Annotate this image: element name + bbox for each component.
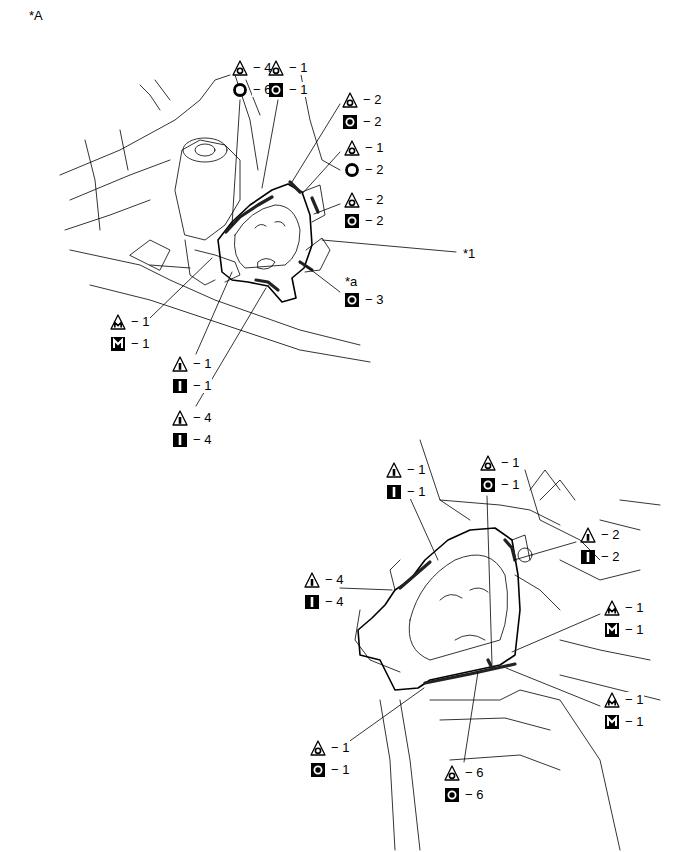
weld-symbol [268,82,284,98]
callout-number: − 1 [624,714,644,729]
callout-number: − 1 [500,477,520,492]
weld-symbol [444,787,460,803]
weld-symbol [310,762,326,778]
weld-symbol [604,622,620,638]
callout-number: − 2 [364,192,384,207]
reference-mark: *a [344,274,358,289]
weld-symbol [172,378,188,394]
weld-symbol [310,740,326,756]
callout-number: − 2 [364,213,384,228]
callout-number: − 6 [464,787,484,802]
weld-symbol [172,410,188,426]
callout-number: − 2 [600,527,620,542]
callout-number: − 4 [192,432,212,447]
weld-symbol [110,314,126,330]
weld-symbol [480,455,496,471]
callout-number: − 1 [192,378,212,393]
callout-number: − 1 [624,600,644,615]
callout-number: − 1 [130,336,150,351]
weld-symbol [444,765,460,781]
weld-symbol [342,114,358,130]
weld-symbol [344,162,360,178]
callout-number: − 1 [500,455,520,470]
callout-number: − 1 [624,692,644,707]
callout-number: − 4 [192,410,212,425]
callout-number: − 2 [362,92,382,107]
weld-symbol [580,527,596,543]
weld-symbol [268,60,284,76]
weld-symbol [232,60,248,76]
callout-number: − 1 [624,622,644,637]
weld-symbol [110,336,126,352]
callout-number: − 1 [130,314,150,329]
weld-symbol [304,594,320,610]
reference-mark: *A [28,8,44,23]
callout-number: − 1 [288,60,308,75]
weld-symbol [172,356,188,372]
callout-number: − 1 [330,762,350,777]
weld-symbol [344,192,360,208]
callout-number: − 2 [362,114,382,129]
weld-symbol [604,600,620,616]
weld-symbol [232,82,248,98]
callout-number: − 4 [324,572,344,587]
weld-symbol [344,213,360,229]
weld-symbol [604,692,620,708]
callout-number: − 1 [406,484,426,499]
weld-symbol [480,477,496,493]
callout-number: − 1 [406,462,426,477]
callout-number: − 1 [192,356,212,371]
callout-number: − 2 [364,162,384,177]
weld-symbol [604,714,620,730]
weld-symbol [344,140,360,156]
callout-number: − 4 [324,594,344,609]
callout-number: − 4 [252,60,272,75]
weld-symbol [304,572,320,588]
weld-symbol [386,484,402,500]
callout-number: − 3 [364,292,384,307]
callout-number: − 1 [364,140,384,155]
weld-symbol [172,432,188,448]
callout-number: − 6 [464,765,484,780]
weld-symbol [386,462,402,478]
reference-mark: *1 [462,246,476,261]
callout-number: − 2 [600,549,620,564]
callout-number: − 1 [288,82,308,97]
weld-symbol [344,292,360,308]
weld-symbol [342,92,358,108]
callout-number: − 1 [330,740,350,755]
weld-symbol [580,549,596,565]
